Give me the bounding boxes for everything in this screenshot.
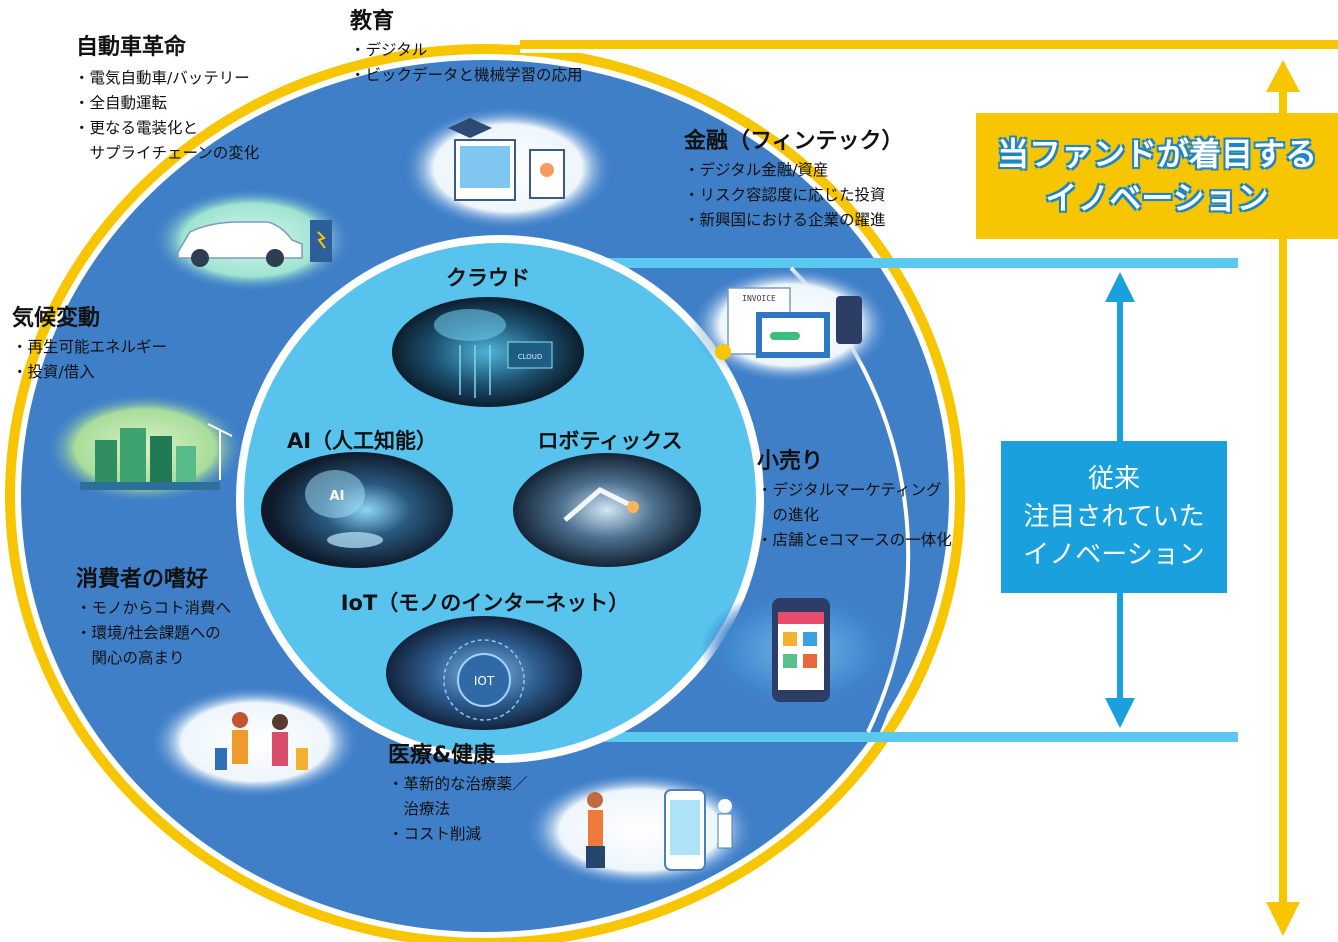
topic-retail-item: ・デジタルマーケティング [757,481,942,499]
fund-focus-label-line2: イノベーション [1045,179,1269,217]
topic-education-item: ・ビックデータと機械学習の応用 [350,66,583,84]
topic-retail-title: 小売り [757,449,824,474]
topic-auto-item: ・更なる電装化と [74,119,199,137]
topic-climate-item: ・再生可能エネルギー [12,338,168,356]
blue-arrow-up-icon [1105,272,1135,302]
inner-bottom-line [540,732,1238,742]
fund-focus-label: 当ファンドが着目する イノベーション [976,113,1338,239]
traditional-label-line1: 従来 [1087,464,1140,494]
consumer-illustration [150,686,360,798]
top-separator [520,49,1338,53]
car-illustration [152,188,352,292]
topic-fintech: 金融（フィンテック） ・デジタル金融/資産 ・リスク容認度に応じた投資 ・新興国… [684,128,904,233]
inner-top-line [540,258,1238,268]
topic-climate: 気候変動 ・再生可能エネルギー ・投資/借入 [12,305,167,385]
iot-image: IOT [386,616,582,730]
fintech-illustration: INVOICE [690,267,890,383]
topic-auto-title: 自動車革命 [76,35,187,60]
topic-medical-item: ・コスト削減 [388,825,482,843]
topic-education: 教育 ・デジタル ・ビックデータと機械学習の応用 [350,8,583,88]
climate-illustration [45,393,245,503]
topic-auto: 自動車革命 ・電気自動車/バッテリー ・全自動運転 ・更なる電装化と サプライチ… [74,34,260,166]
topic-medical-item: ・革新的な治療薬／ [388,775,528,793]
topic-consumer-item: 関心の高まり [76,649,185,667]
top-yellow-line [520,40,1338,49]
topic-education-item: ・デジタル [350,41,428,59]
topic-consumer-item: ・モノからコト消費へ [76,599,232,617]
education-illustration [402,106,614,230]
medical-illustration [525,772,755,888]
topic-retail: 小売り ・デジタルマーケティング の進化 ・店舗とeコマースの一体化 [757,448,952,553]
topic-auto-item: ・電気自動車/バッテリー [74,69,250,87]
inner-circle [244,243,756,755]
ai-image: AI [261,452,453,568]
svg-text:CLOUD: CLOUD [518,353,543,361]
topic-consumer-title: 消費者の嗜好 [76,567,209,592]
traditional-label-line3: イノベーション [1023,540,1205,570]
topic-medical: 医療&健康 ・革新的な治療薬／ 治療法 ・コスト削減 [388,742,528,847]
inner-title-iot: IoT（モノのインターネット） [340,591,630,615]
yellow-arrow-down-icon [1266,902,1300,936]
topic-medical-title: 医療&健康 [388,743,496,768]
topic-medical-item: 治療法 [388,800,451,818]
topic-fintech-item: ・デジタル金融/資産 [684,161,829,179]
svg-text:AI: AI [330,489,345,504]
topic-retail-item: ・店舗とeコマースの一体化 [757,531,952,549]
svg-text:INVOICE: INVOICE [742,294,776,303]
topic-climate-item: ・投資/借入 [12,363,95,381]
topic-climate-title: 気候変動 [12,306,101,331]
blue-arrow-down-icon [1105,698,1135,728]
traditional-label: 従来 注目されていた イノベーション [1001,441,1227,593]
robotics-image [513,453,701,567]
retail-illustration [700,588,900,712]
topic-retail-item: の進化 [757,506,820,524]
inner-title-robotics: ロボティックス [537,429,683,453]
topic-fintech-item: ・リスク容認度に応じた投資 [684,186,886,204]
topic-consumer-item: ・環境/社会課題への [76,624,221,642]
inner-title-ai: AI（人工知能） [286,429,438,453]
svg-text:IOT: IOT [474,674,495,688]
topic-fintech-item: ・新興国における企業の躍進 [684,211,886,229]
topic-auto-item: ・全自動運転 [74,94,168,112]
traditional-label-line2: 注目されていた [1023,502,1205,532]
topic-consumer: 消費者の嗜好 ・モノからコト消費へ ・環境/社会課題への 関心の高まり [76,566,231,671]
inner-title-cloud: クラウド [446,266,530,290]
cloud-image: CLOUD [392,297,584,407]
topic-auto-item: サプライチェーンの変化 [74,144,260,162]
topic-education-title: 教育 [350,9,395,34]
fund-focus-label-line1: 当ファンドが着目する [996,135,1317,173]
yellow-arrow-up-icon [1266,60,1300,92]
topic-fintech-title: 金融（フィンテック） [684,129,904,154]
